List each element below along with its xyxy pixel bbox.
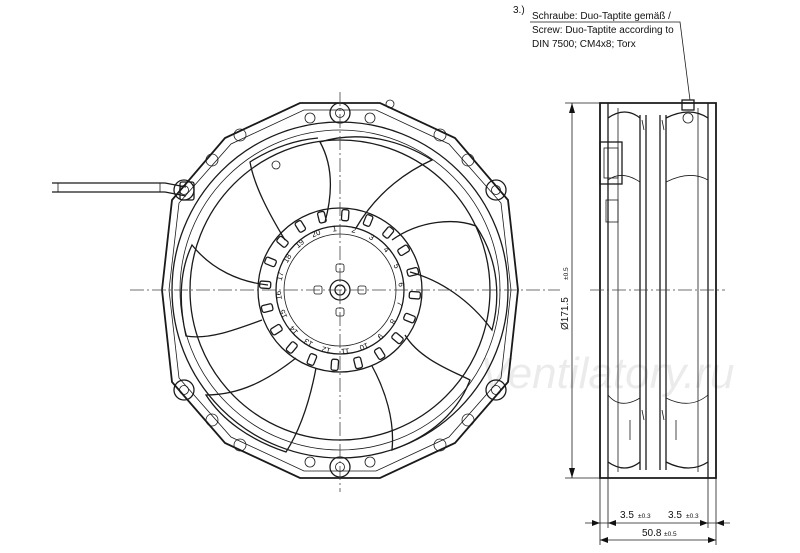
diameter-value: Ø171.5 [560, 297, 571, 330]
depth-tolerance: ±0.5 [664, 531, 677, 538]
hub-clip [294, 219, 307, 233]
note-line-3: DIN 7500; CM4x8; Torx [532, 39, 636, 50]
mounting-hole [173, 179, 195, 201]
mounting-bosses [173, 99, 507, 478]
hub-number: 9 [375, 331, 385, 341]
screw [681, 99, 695, 111]
hub-number: 13 [302, 336, 315, 349]
watermark: Ventilatory.ru [480, 349, 734, 398]
hub-clip [306, 353, 318, 366]
hub-number: 11 [340, 346, 350, 356]
hub-clip [353, 356, 364, 370]
hub-clip [269, 323, 283, 336]
right-offset-value: 3.5 [668, 510, 682, 521]
hub-clip [316, 210, 327, 224]
hub-number: 7 [395, 301, 405, 308]
hub-clip [264, 256, 277, 268]
hub-number: 19 [293, 237, 306, 250]
note-line-2: Screw: Duo-Taptite according to [532, 25, 674, 36]
mounting-hole [485, 379, 507, 401]
hub-number: 20 [310, 227, 322, 239]
hub-clip [373, 347, 386, 361]
hub-clip [276, 235, 289, 248]
right-offset-tolerance: ±0.3 [686, 513, 699, 520]
hub-clip [362, 214, 374, 227]
side-view [590, 99, 725, 479]
hub-number: 17 [275, 270, 286, 281]
hub-number: 10 [358, 341, 370, 353]
hub-number: 16 [274, 290, 284, 300]
screw-note: 3.) Schraube: Duo-Taptite gemäß / Screw:… [513, 5, 691, 101]
dimension-diameter: Ø171.5 ±0.5 [560, 102, 600, 479]
cable [52, 181, 195, 201]
hub-clip [408, 290, 422, 300]
hub-number: 5 [392, 262, 402, 270]
hub-number: 14 [287, 324, 300, 337]
hub-number: 6 [397, 282, 406, 288]
hub-clip [391, 332, 404, 345]
hub-clip [285, 341, 298, 354]
hub-clips [258, 208, 422, 372]
hub-number: 12 [320, 344, 331, 355]
dimension-depth: 50.8 ±0.5 [600, 528, 716, 543]
hub-clip [406, 266, 420, 277]
hub-number: 15 [277, 308, 289, 320]
hub-clip [382, 226, 395, 239]
left-offset-value: 3.5 [620, 510, 634, 521]
note-line-1: Schraube: Duo-Taptite gemäß / [532, 11, 671, 22]
mounting-hole [173, 379, 195, 401]
hub-clip [397, 244, 411, 257]
left-offset-tolerance: ±0.3 [638, 513, 651, 520]
hub-clip [260, 303, 274, 314]
hub-clip [258, 280, 272, 290]
mounting-hole [485, 179, 507, 201]
note-marker: 3.) [513, 5, 525, 16]
hub-clip [330, 358, 340, 372]
impeller-blades [180, 136, 498, 453]
hub-clip [403, 312, 416, 324]
depth-value: 50.8 [642, 528, 662, 539]
dimension-offsets: 3.5 ±0.3 3.5 ±0.3 [585, 478, 730, 545]
housing-outline [161, 102, 519, 479]
hub-number: 1 [332, 224, 338, 233]
diameter-tolerance: ±0.5 [563, 267, 570, 280]
hub-clip [340, 208, 350, 222]
hub-number: 3 [367, 232, 376, 242]
hub-number: 18 [281, 252, 294, 265]
hub-number: 2 [351, 225, 358, 235]
hub-number: 4 [381, 245, 391, 255]
hub-number: 8 [387, 317, 397, 326]
